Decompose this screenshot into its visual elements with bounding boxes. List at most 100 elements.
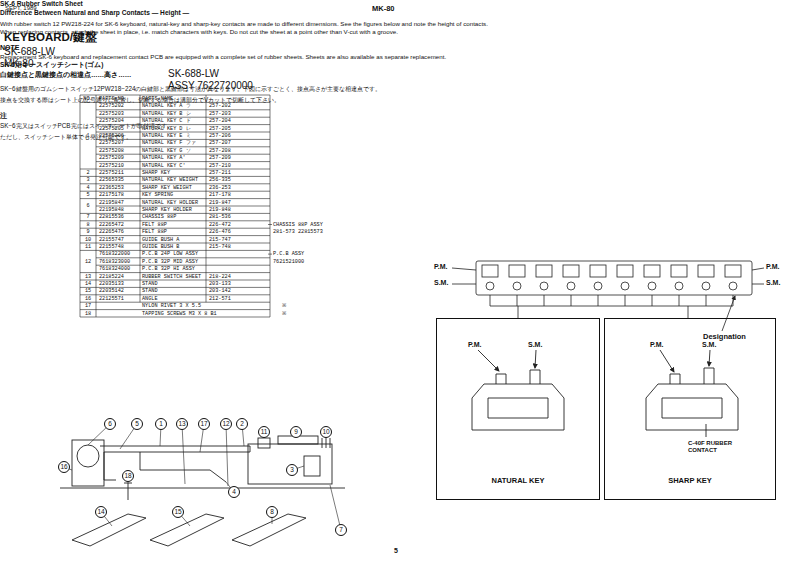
table-grid	[96, 117, 270, 118]
section-subheading: Difference Between Natural and Sharp Con…	[0, 9, 793, 17]
callout-number: 18	[123, 471, 133, 481]
callout-circle: 8	[266, 506, 278, 518]
table-grid	[96, 169, 270, 170]
contact-illustration	[472, 350, 738, 437]
keyboard-exploded-view	[104, 452, 116, 480]
rubber-switch-sheet	[544, 295, 545, 306]
marker-label: P.M.	[468, 341, 482, 349]
table-grid	[96, 272, 270, 273]
rubber-switch-sheet	[648, 282, 656, 290]
table-cell: CHASSIS 88P ASSY	[273, 222, 323, 228]
rubber-switch-sheet	[702, 282, 710, 290]
table-cell: NATURAL KEY F ファ	[142, 140, 196, 146]
keyboard-exploded-view	[100, 446, 250, 452]
keyboard-exploded-view	[72, 440, 104, 486]
table-cell: 7618323000	[99, 259, 130, 265]
item-number: 16	[80, 296, 96, 302]
table-cell: 22175178	[99, 192, 124, 198]
callout-number: 9	[291, 427, 301, 437]
table-grid	[96, 235, 270, 236]
rubber-switch-sheet	[490, 295, 491, 306]
table-cell: 226-476	[209, 229, 231, 235]
table-grid	[96, 213, 270, 214]
note-heading: 注	[0, 111, 793, 120]
table-grid	[80, 198, 96, 199]
table-cell: 22575211	[99, 170, 124, 176]
keyboard-exploded-view	[140, 452, 226, 482]
callout-circle: 3	[286, 464, 298, 476]
item-number: 14	[80, 281, 96, 287]
table-grid	[96, 309, 270, 310]
table-cell: NATURAL KEY G ソ	[142, 148, 191, 154]
table-grid	[206, 95, 207, 302]
table-cell: 236-253	[209, 185, 231, 191]
table-cell: NATURAL KEY E ミ	[142, 133, 191, 139]
keyboard-exploded-view	[77, 445, 99, 467]
marker-label: S.M.	[766, 279, 780, 287]
rubber-switch-sheet	[590, 265, 606, 277]
item-number: 4	[80, 185, 96, 191]
table-cell: 257-210	[209, 163, 231, 169]
table-cell: 212-571	[209, 296, 231, 302]
callout-number: 6	[105, 419, 115, 429]
table-cell: NATURAL KEY A ラ	[142, 103, 191, 109]
table-cell: P.C.B 24P LOW ASSY	[142, 251, 198, 257]
table-cell: 257-205	[209, 126, 231, 132]
section-subheading: 白鍵接点と黒鍵接点の相違点……高さ……	[0, 71, 793, 80]
callout-number: 7	[336, 525, 346, 535]
callout-circle: 12	[220, 418, 232, 430]
table-cell: 257-207	[209, 140, 231, 146]
rubber-switch-sheet	[706, 295, 707, 306]
callout-number: 10	[321, 427, 331, 437]
table-grid	[80, 272, 96, 273]
rubber-switch-sheet	[722, 296, 735, 331]
item-number: 7	[80, 214, 96, 220]
table-cell: 219-847	[209, 200, 231, 206]
table-cell: 281-573 22815573	[273, 229, 323, 235]
item-number: 8	[80, 222, 96, 228]
leader-line	[226, 424, 228, 486]
table-cell: 257-203	[209, 111, 231, 117]
keyboard-exploded-view	[248, 444, 332, 484]
rubber-switch-sheet	[452, 261, 764, 331]
table-cell: 7618324000	[99, 266, 130, 272]
table-cell: 257-211	[209, 170, 231, 176]
table-cell: 203-133	[209, 281, 231, 287]
callout-number: 14	[96, 507, 106, 517]
body-text: 接点を交換する際はシート上の記号通りに配置し、切断する場合は溝部分でVカットで切…	[0, 95, 793, 106]
table-grid	[96, 243, 270, 244]
table-cell: 203-142	[209, 288, 231, 294]
table-cell: 281-536	[209, 214, 231, 220]
table-cell: 7618322000	[99, 251, 130, 257]
table-grid	[96, 250, 270, 251]
table-grid	[80, 235, 96, 236]
item-number: 2	[80, 170, 96, 176]
table-grid	[80, 250, 96, 251]
figure-caption: SHARP KEY	[605, 476, 775, 485]
callout-number: 17	[199, 419, 209, 429]
table-cell: SHARP KEY	[142, 170, 170, 176]
table-cell: GUIDE BUSH A	[142, 237, 179, 243]
table-cell: 256-335	[209, 177, 231, 183]
table-cell: 257-202	[209, 103, 231, 109]
contact-illustration	[662, 398, 722, 418]
callout-number: 3	[287, 465, 297, 475]
callout-number: 2	[237, 419, 247, 429]
keyboard-exploded-view	[124, 483, 132, 500]
table-cell: NATURAL KEY C'	[142, 163, 186, 169]
figure-caption: NATURAL KEY	[437, 476, 599, 485]
table-cell: 22035133	[99, 281, 124, 287]
table-cell: FELT 88P	[142, 222, 167, 228]
callout-number: 12	[221, 419, 231, 429]
table-cell: ※	[282, 311, 286, 317]
table-cell: 7621521000	[273, 259, 304, 265]
keyboard-exploded-view	[258, 438, 270, 448]
contact-illustration	[709, 350, 710, 366]
contact-illustration	[488, 398, 548, 418]
marker-label: P.M.	[650, 341, 664, 349]
rubber-switch-sheet	[617, 265, 633, 277]
table-grid	[96, 176, 270, 177]
table-cell: 257-204	[209, 118, 231, 124]
rubber-switch-sheet	[517, 295, 518, 306]
